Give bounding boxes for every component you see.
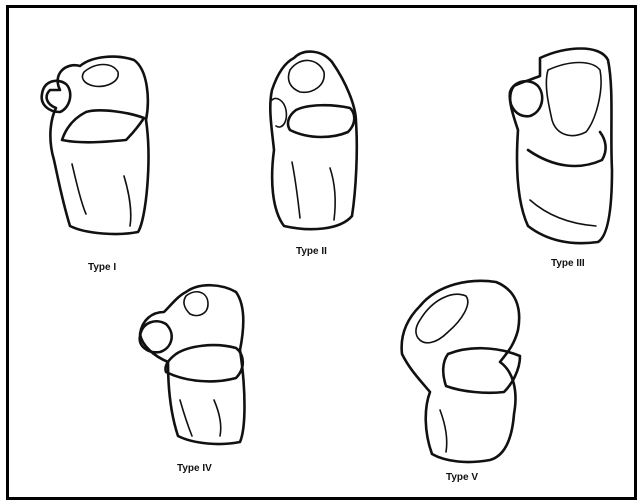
type-3-label: Type III bbox=[551, 258, 585, 269]
type-5-bone-drawing bbox=[402, 281, 520, 462]
type-1-label: Type I bbox=[88, 262, 116, 273]
type-4-label: Type IV bbox=[177, 463, 212, 474]
type-2-bone-drawing bbox=[270, 52, 356, 230]
type-3-bone-drawing bbox=[510, 49, 612, 244]
type-2-label: Type II bbox=[296, 246, 327, 257]
type-1-bone-drawing bbox=[42, 57, 149, 234]
type-4-bone-drawing bbox=[140, 285, 245, 444]
type-5-label: Type V bbox=[446, 472, 478, 483]
